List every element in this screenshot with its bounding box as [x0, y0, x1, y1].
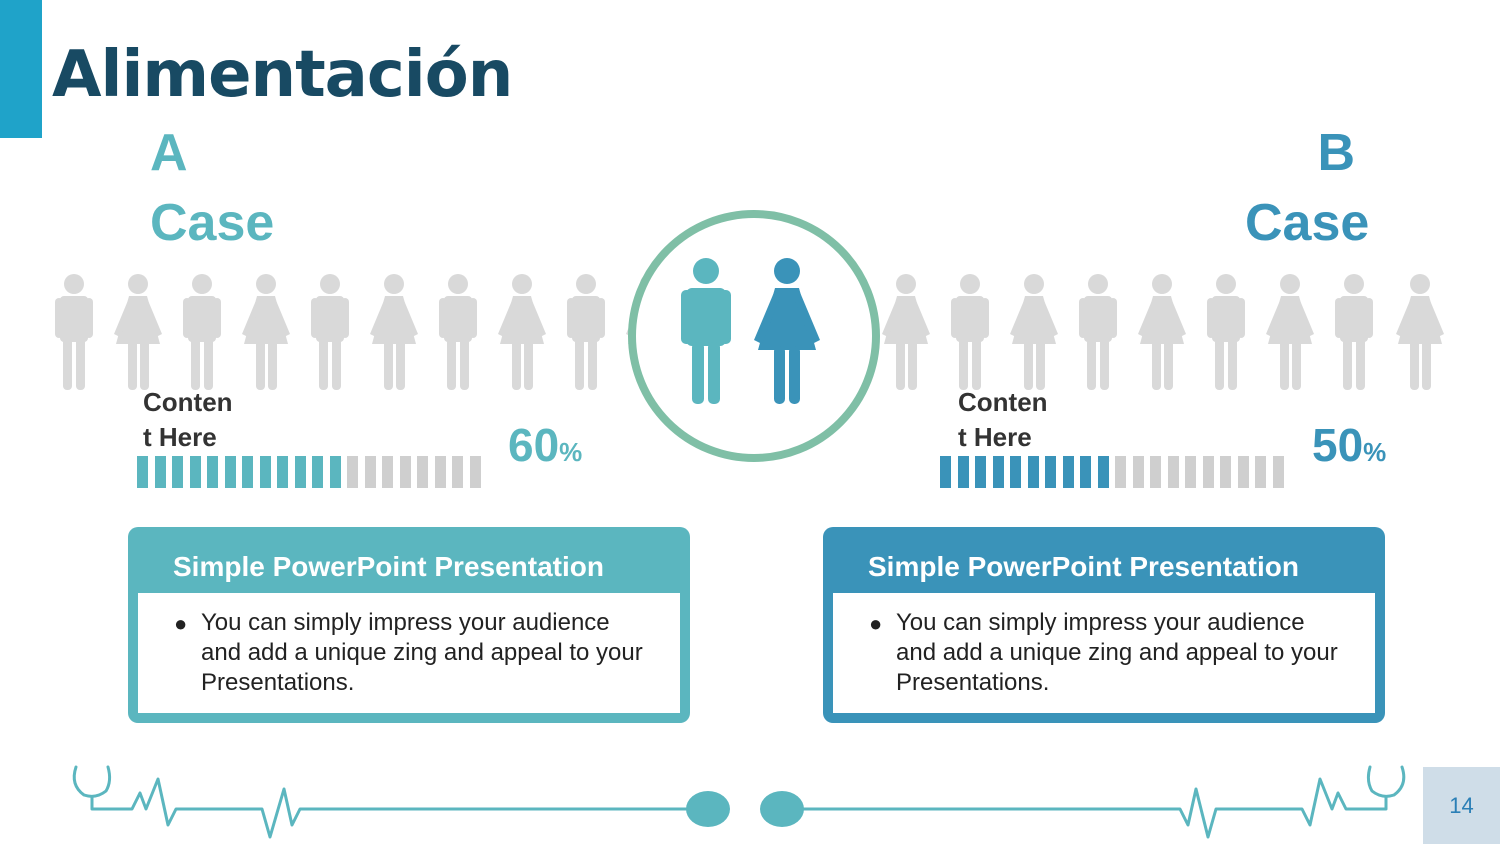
- progress-segment-empty: [452, 456, 463, 488]
- progress-segment-filled: [312, 456, 323, 488]
- man-silhouette-icon: [1079, 274, 1117, 390]
- case-a-percent-sign: %: [559, 437, 583, 467]
- progress-segment-filled: [242, 456, 253, 488]
- progress-segment-empty: [1220, 456, 1231, 488]
- progress-segment-empty: [399, 456, 411, 488]
- progress-segment-empty: [1115, 456, 1126, 488]
- progress-segment-filled: [1045, 456, 1056, 488]
- page-number-box: 14: [1423, 767, 1500, 844]
- people-row: [0, 272, 1500, 392]
- progress-segment-filled: [207, 456, 218, 488]
- case-a-progress-bar: [137, 456, 487, 488]
- progress-segment-filled: [1080, 456, 1091, 488]
- progress-segment-empty: [1255, 456, 1266, 488]
- progress-segment-filled: [329, 456, 341, 488]
- progress-segment-filled: [277, 456, 288, 488]
- man-icon: [681, 258, 731, 404]
- progress-segment-empty: [1185, 456, 1196, 488]
- progress-segment-filled: [259, 456, 271, 488]
- woman-silhouette-icon: [242, 274, 290, 390]
- man-silhouette-icon: [951, 274, 989, 390]
- woman-icon: [754, 258, 820, 404]
- man-silhouette-icon: [1207, 274, 1245, 390]
- progress-segment-empty: [1272, 456, 1284, 488]
- man-silhouette-icon: [55, 274, 93, 390]
- progress-segment-empty: [382, 456, 393, 488]
- woman-silhouette-icon: [370, 274, 418, 390]
- case-b-percent-value: 50: [1312, 419, 1364, 471]
- progress-segment-filled: [975, 456, 986, 488]
- case-b-card-text: You can simply impress your audience and…: [896, 609, 1338, 696]
- woman-silhouette-icon: [882, 274, 930, 390]
- case-a-content-label: Content Here: [143, 387, 233, 452]
- case-a-card-body: ● You can simply impress your audience a…: [138, 593, 680, 713]
- progress-segment-filled: [294, 456, 306, 488]
- bullet-icon: ●: [174, 611, 188, 636]
- woman-silhouette-icon: [1138, 274, 1186, 390]
- progress-segment-empty: [347, 456, 358, 488]
- man-silhouette-icon: [1335, 274, 1373, 390]
- center-circle: [628, 210, 880, 462]
- case-a-percent: 60%: [508, 416, 582, 481]
- case-b-content-label: Content Here: [958, 387, 1048, 452]
- man-silhouette-icon: [567, 274, 605, 390]
- man-silhouette-icon: [439, 274, 477, 390]
- case-b-percent: 50%: [1312, 416, 1386, 481]
- stethoscope-ekg-icon: [72, 765, 1406, 839]
- bullet-icon: ●: [869, 611, 883, 636]
- title-accent-bar: [0, 0, 42, 138]
- case-a-card: Simple PowerPoint Presentation ● You can…: [128, 527, 690, 723]
- woman-silhouette-icon: [498, 274, 546, 390]
- man-woman-icon: [681, 258, 820, 404]
- progress-segment-empty: [364, 456, 376, 488]
- case-b-percent-sign: %: [1363, 437, 1387, 467]
- progress-segment-filled: [957, 456, 969, 488]
- case-b-card: Simple PowerPoint Presentation ● You can…: [823, 527, 1385, 723]
- progress-segment-filled: [1062, 456, 1074, 488]
- progress-segment-filled: [1027, 456, 1039, 488]
- man-silhouette-icon: [311, 274, 349, 390]
- progress-segment-empty: [1167, 456, 1179, 488]
- slide-title: Alimentación: [52, 38, 513, 112]
- woman-silhouette-icon: [114, 274, 162, 390]
- case-a-card-title: Simple PowerPoint Presentation: [173, 551, 604, 582]
- progress-segment-empty: [1202, 456, 1214, 488]
- progress-segment-empty: [1237, 456, 1249, 488]
- woman-silhouette-icon: [1266, 274, 1314, 390]
- progress-segment-empty: [1132, 456, 1144, 488]
- case-b-label: B Case: [1245, 124, 1370, 252]
- progress-segment-filled: [189, 456, 201, 488]
- progress-segment-filled: [137, 456, 148, 488]
- progress-segment-empty: [434, 456, 446, 488]
- progress-segment-empty: [1150, 456, 1161, 488]
- case-a-label: A Case: [150, 124, 275, 252]
- progress-segment-filled: [992, 456, 1004, 488]
- case-b-progress-bar: [940, 456, 1290, 488]
- progress-segment-filled: [154, 456, 166, 488]
- woman-silhouette-icon: [1396, 274, 1444, 390]
- case-a-card-text: You can simply impress your audience and…: [201, 609, 643, 696]
- case-a-percent-value: 60: [508, 419, 560, 471]
- case-b-card-title: Simple PowerPoint Presentation: [868, 551, 1299, 582]
- page-number: 14: [1449, 793, 1474, 818]
- progress-segment-filled: [224, 456, 236, 488]
- progress-segment-filled: [1010, 456, 1021, 488]
- progress-segment-empty: [469, 456, 481, 488]
- man-silhouette-icon: [183, 274, 221, 390]
- progress-segment-filled: [1097, 456, 1109, 488]
- progress-segment-filled: [172, 456, 183, 488]
- progress-segment-empty: [417, 456, 428, 488]
- woman-silhouette-icon: [1010, 274, 1058, 390]
- progress-segment-filled: [940, 456, 951, 488]
- case-b-card-body: ● You can simply impress your audience a…: [833, 593, 1375, 713]
